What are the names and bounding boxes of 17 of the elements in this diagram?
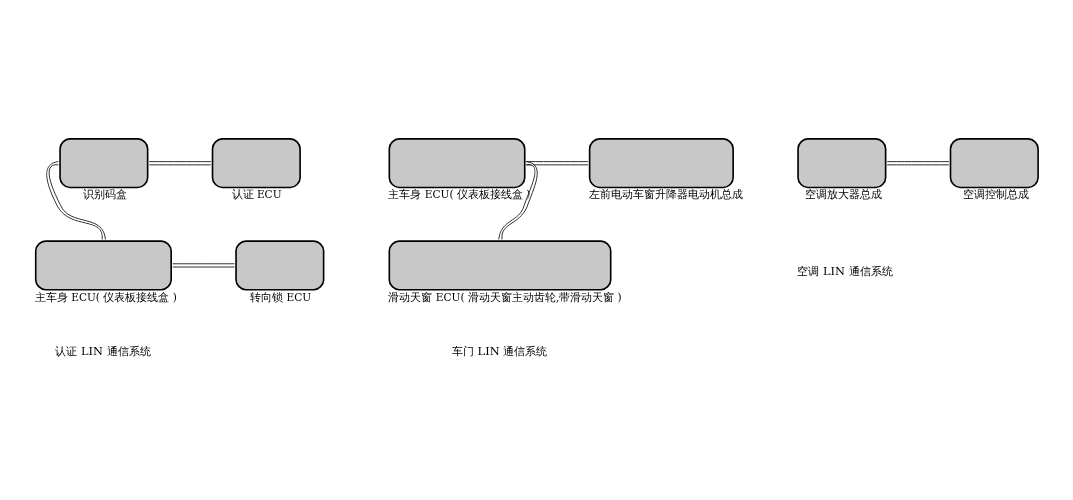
node-label: 主车身 ECU( 仪表板接线盒 ) bbox=[388, 188, 531, 201]
node-label: 主车身 ECU( 仪表板接线盒 ) bbox=[34, 290, 177, 303]
node-label: 空调控制总成 bbox=[963, 188, 1030, 201]
label: 认证 LIN 通信系统 bbox=[55, 344, 151, 359]
node-label: 空调放大器总成 bbox=[805, 188, 883, 201]
node-label: 左前电动车窗升降器电动机总成 bbox=[588, 188, 743, 201]
label: 空调 LIN 通信系统 bbox=[797, 263, 893, 278]
connector bbox=[172, 263, 235, 268]
connector bbox=[886, 161, 950, 166]
label: 车门 LIN 通信系统 bbox=[452, 344, 548, 359]
node-label: 滑动天窗 ECU( 滑动天窗主动齿轮,带滑动天窗 ) bbox=[388, 290, 622, 303]
node-label: 转向锁 ECU bbox=[250, 290, 312, 303]
node-label: 认证 ECU bbox=[231, 188, 282, 201]
connector bbox=[46, 161, 106, 240]
connector bbox=[148, 161, 212, 166]
connector bbox=[498, 161, 538, 240]
node-label: 识别码盒 bbox=[82, 188, 127, 201]
